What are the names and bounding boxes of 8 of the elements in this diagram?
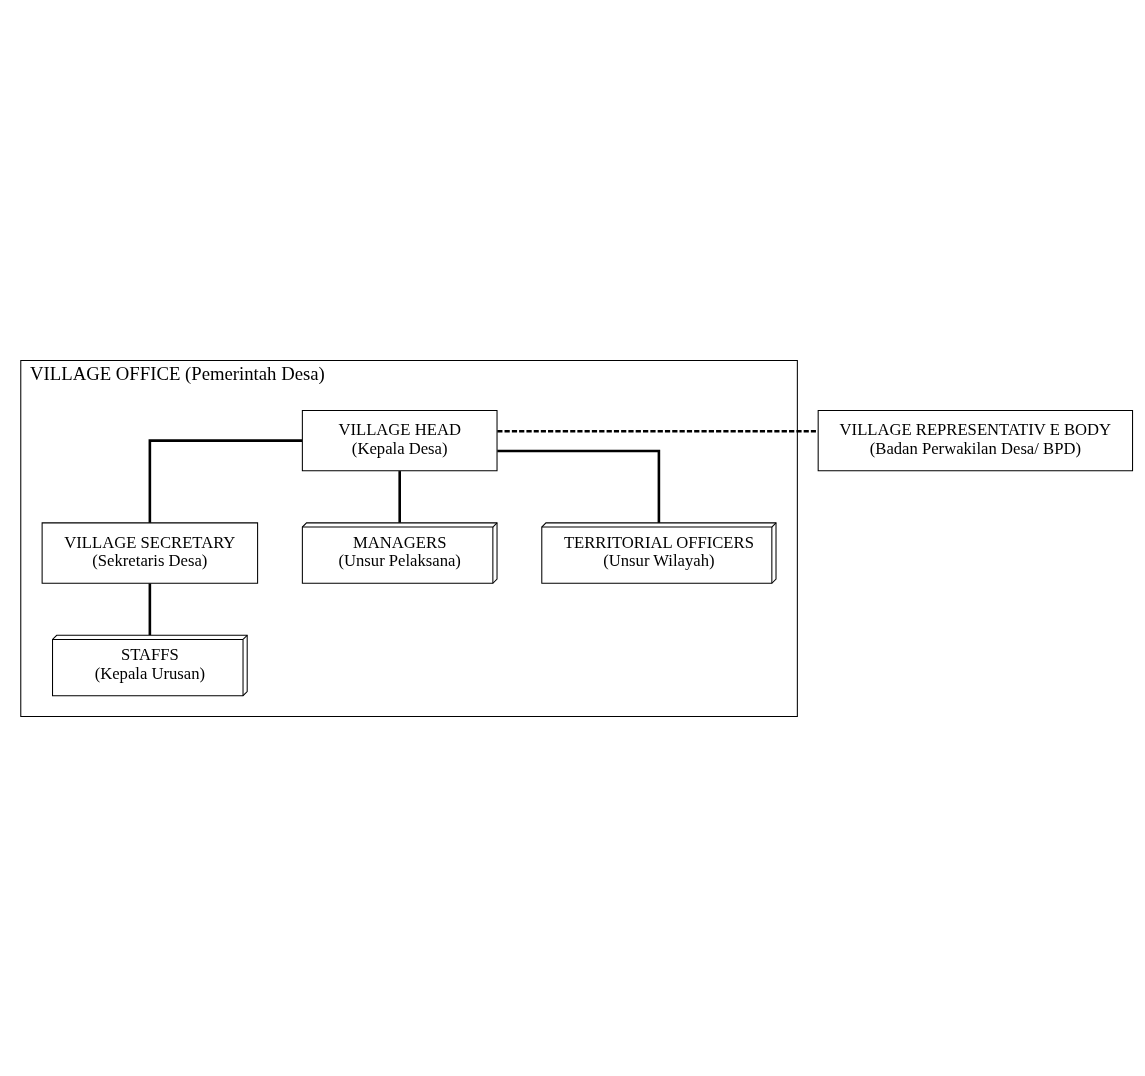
connector — [148, 583, 152, 635]
node-box: VILLAGE REPRESENTATIV E BODY (Badan Perwakilan Desa/ BPD) — [817, 409, 1134, 471]
connector — [148, 438, 303, 523]
connector — [398, 470, 401, 523]
node-box: VILLAGE SECRETARY (Sekretaris Desa) — [41, 521, 259, 584]
connector — [497, 449, 661, 523]
node-box: VILLAGE HEAD (Kepala Desa) — [301, 409, 498, 471]
connector — [497, 429, 818, 433]
